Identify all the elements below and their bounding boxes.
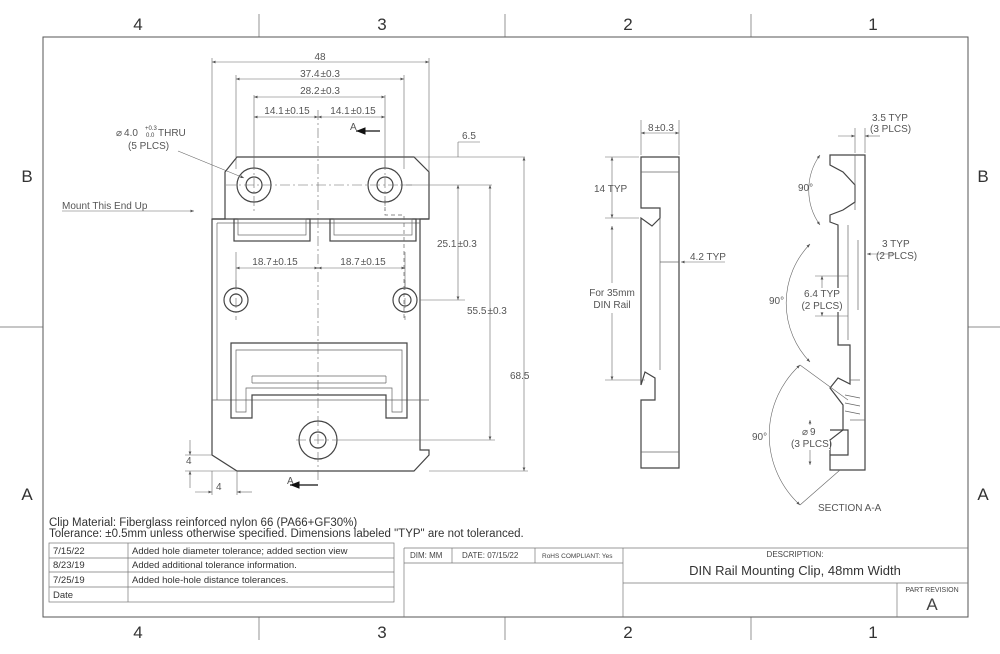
zone-bottom-4: 4: [133, 623, 142, 642]
zone-right-a: A: [977, 485, 989, 504]
rev-date-3: 7/25/19: [53, 575, 85, 586]
zone-top-2: 2: [623, 15, 632, 34]
front-view-dimensions: 48 37.4±0.3 28.2±0.3 14.1±0.15 14.1±0.15…: [62, 52, 530, 495]
dim-overall-height: 68.5: [510, 371, 530, 382]
angle-3: 90°: [752, 432, 767, 443]
part-revision: A: [926, 595, 938, 614]
dim-mid-span-left: 18.7±0.15: [252, 257, 298, 268]
angle-1: 90°: [798, 183, 813, 194]
zone-left-a: A: [21, 485, 33, 504]
dim-hole-span-1: 37.4±0.3: [300, 69, 340, 80]
section-view: 90° 90° 90°: [752, 154, 866, 506]
rev-desc-3: Added hole-hole distance tolerances.: [132, 575, 288, 586]
zone-bottom-2: 2: [623, 623, 632, 642]
angle-2: 90°: [769, 296, 784, 307]
hole-callout-qty: (5 PLCS): [128, 141, 169, 152]
title-description-label: DESCRIPTION:: [767, 550, 824, 559]
dim-thickness: 8±0.3: [648, 123, 674, 134]
title-dim-unit: DIM: MM: [410, 551, 443, 560]
rev-date-4: Date: [53, 590, 73, 601]
front-view: [211, 110, 430, 480]
section-letter-bottom: A: [287, 476, 294, 487]
rev-date-1: 7/15/22: [53, 546, 85, 557]
zone-top-4: 4: [133, 15, 142, 34]
hole-callout: ⌀4.0: [116, 128, 138, 139]
rev-date-2: 8/23/19: [53, 560, 85, 571]
zone-left-b: B: [21, 167, 32, 186]
hole-callout-tol-minus: 0.0: [146, 133, 155, 139]
section-view-dimensions: 3.5 TYP (3 PLCS) 3 TYP (2 PLCS) 6.4 TYP …: [788, 113, 917, 514]
title-block: DIM: MM DATE: 07/15/22 RoHS COMPLIANT: Y…: [403, 547, 968, 617]
hole-callout-tol-plus: +0.3: [145, 126, 158, 132]
dim-hole-span-2: 28.2±0.3: [300, 86, 340, 97]
dim-section-dia-plcs: (3 PLCS): [791, 439, 832, 450]
dim-side-top-typ: 14 TYP: [594, 184, 627, 195]
tolerance-note: Tolerance: ±0.5mm unless otherwise speci…: [49, 528, 524, 540]
zone-top-3: 3: [377, 15, 386, 34]
dim-section-mid-plcs: (2 PLCS): [876, 251, 917, 262]
mount-note: Mount This End Up: [62, 201, 148, 212]
zone-bottom-1: 1: [868, 623, 877, 642]
dim-section-mid-typ: 3 TYP: [882, 239, 910, 250]
dim-section-dia: ⌀9: [802, 427, 816, 438]
dim-corner-h: 4: [216, 482, 222, 493]
section-label: SECTION A-A: [818, 503, 882, 514]
rail-note-line2: DIN Rail: [593, 300, 630, 311]
section-letter-top: A: [350, 122, 357, 133]
zone-top-1: 1: [868, 15, 877, 34]
dim-half-span-right: 14.1±0.15: [330, 106, 376, 117]
dim-mid-span-right: 18.7±0.15: [340, 257, 386, 268]
revision-table: 7/15/22 Added hole diameter tolerance; a…: [48, 542, 395, 603]
rev-desc-1: Added hole diameter tolerance; added sec…: [132, 546, 348, 557]
dim-top-offset: 6.5: [462, 131, 476, 142]
title-description: DIN Rail Mounting Clip, 48mm Width: [689, 563, 901, 578]
dim-v-1: 25.1±0.3: [437, 239, 477, 250]
rail-note-line1: For 35mm: [589, 288, 635, 299]
zone-right-b: B: [977, 167, 988, 186]
dim-v-2: 55.5±0.3: [467, 306, 507, 317]
rev-desc-2: Added additional tolerance information.: [132, 560, 297, 571]
material-note: Clip Material: Fiberglass reinforced nyl…: [49, 517, 357, 529]
part-revision-label: PART REVISION: [905, 587, 958, 594]
title-rohs: RoHS COMPLIANT: Yes: [542, 553, 613, 560]
dim-section-cb-plcs: (2 PLCS): [801, 301, 842, 312]
title-date: DATE: 07/15/22: [462, 551, 519, 560]
zone-labels: 4 3 2 1 4 3 2 1 B A B A: [21, 15, 989, 642]
side-view: [640, 156, 680, 469]
dim-section-top-plcs: (3 PLCS): [870, 124, 911, 135]
dim-section-cb-typ: 6.4 TYP: [804, 289, 840, 300]
dim-section-top-typ: 3.5 TYP: [872, 113, 908, 124]
dim-corner-v: 4: [186, 456, 192, 467]
side-view-dimensions: 8±0.3 14 TYP 4.2 TYP For 35mm DIN Rail: [582, 120, 726, 381]
hole-callout-thru: THRU: [158, 128, 186, 139]
dim-half-span-left: 14.1±0.15: [264, 106, 310, 117]
sheet-frame: [0, 14, 1000, 640]
zone-bottom-3: 3: [377, 623, 386, 642]
dim-lip-typ: 4.2 TYP: [690, 252, 726, 263]
dim-overall-width: 48: [314, 52, 326, 63]
